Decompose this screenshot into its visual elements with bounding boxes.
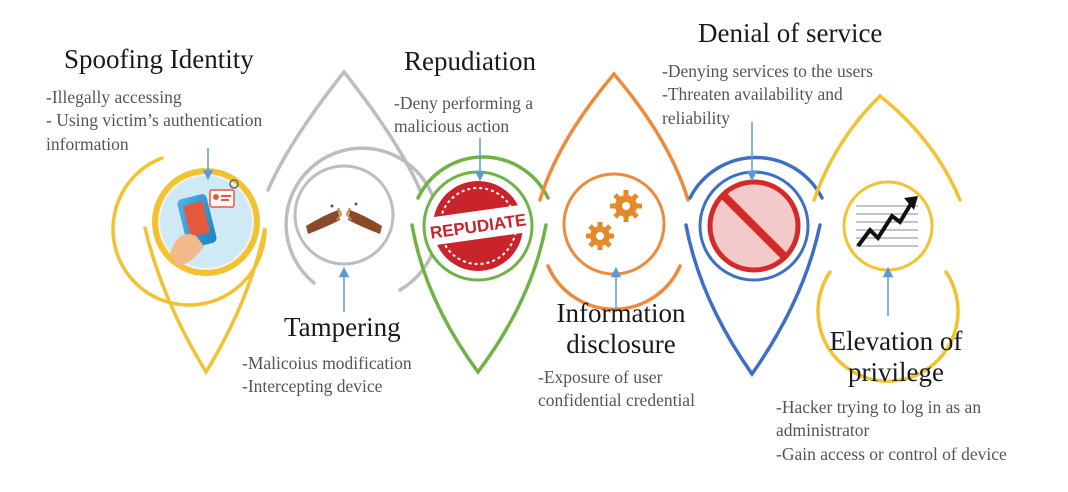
- spoofing-line-3: information: [46, 133, 129, 154]
- denial-pin-outline: [684, 155, 824, 378]
- tampering-line-1: -Malicoius modification: [242, 353, 412, 373]
- information-pin-outline: [538, 71, 690, 311]
- repudiation-line-1: -Deny performing a: [394, 93, 533, 113]
- information-line-1: -Exposure of user: [538, 367, 663, 387]
- information-title-line-2: disclosure: [566, 329, 676, 360]
- rising-chart-icon: [842, 180, 934, 272]
- repudiation-title: Repudiation: [404, 46, 536, 76]
- spoofing-pin-outline: [111, 156, 267, 376]
- spoofing-title: Spoofing Identity: [64, 44, 254, 74]
- information-description: -Exposure of user confidential credentia…: [538, 366, 695, 413]
- information-title-line-1: Information: [556, 298, 686, 328]
- elevation-pin-outline: [812, 93, 962, 383]
- denial-title: Denial of service: [698, 18, 883, 48]
- denial-line-1: -Denying services to the users: [662, 61, 873, 81]
- elevation-title: Elevation of privilege: [816, 326, 976, 388]
- tampering-description: -Malicoius modification -Intercepting de…: [242, 352, 412, 399]
- repudiation-pin-outline: [410, 155, 550, 375]
- elevation-line-3: -Gain access or control of device: [776, 443, 1007, 464]
- broken-stick-icon: [293, 164, 395, 266]
- phone-identity-icon: [152, 168, 260, 276]
- elevation-title-line-2: privilege: [848, 357, 944, 388]
- repudiation-line-2: malicious action: [394, 116, 510, 137]
- elevation-description: -Hacker trying to log in as an administr…: [776, 396, 1007, 466]
- denial-description: -Denying services to the users -Threaten…: [662, 60, 873, 130]
- information-line-2: confidential credential: [538, 390, 695, 411]
- denial-line-2: -Threaten availability and: [662, 84, 843, 105]
- spoofing-description: -Illegally accessing - Using victim’s au…: [46, 86, 262, 156]
- tampering-title: Tampering: [284, 312, 401, 342]
- repudiation-description: -Deny performing a malicious action: [394, 92, 533, 139]
- tampering-line-2: -Intercepting device: [242, 376, 383, 397]
- spoofing-line-1: -Illegally accessing: [46, 87, 182, 107]
- gears-icon: [562, 172, 666, 276]
- prohibited-sign-icon: [698, 170, 810, 282]
- information-title: Information disclosure: [550, 298, 692, 360]
- spoofing-line-2: - Using victim’s authentication: [46, 110, 263, 131]
- repudiate-stamp-icon: REPUDIATE: [422, 170, 534, 282]
- elevation-line-2: administrator: [776, 420, 870, 441]
- denial-line-3: reliability: [662, 107, 731, 128]
- elevation-title-line-1: Elevation of: [829, 326, 963, 356]
- elevation-line-1: -Hacker trying to log in as an: [776, 397, 982, 417]
